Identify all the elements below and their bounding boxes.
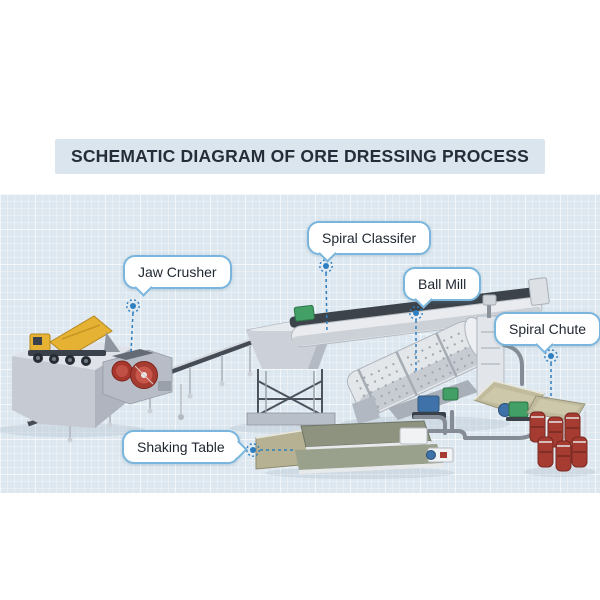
callout-label: Shaking Table [137, 439, 225, 455]
callout-label: Spiral Classifer [322, 230, 417, 246]
callout-marker-icon [409, 306, 423, 320]
callout-label: Jaw Crusher [138, 264, 217, 280]
callout-marker-icon [319, 259, 333, 273]
page-title: SCHEMATIC DIAGRAM OF ORE DRESSING PROCES… [54, 139, 546, 174]
dump-truck [28, 315, 120, 366]
callout-shaking-table: Shaking Table [122, 430, 240, 464]
callout-marker-icon [126, 299, 140, 313]
slurry-pump [498, 401, 531, 421]
callout-connectors [126, 259, 558, 457]
spiral-chute-machine [526, 395, 588, 472]
callout-ball-mill: Ball Mill [403, 267, 482, 301]
jaw-crusher-machine [102, 349, 184, 420]
callout-jaw-crusher: Jaw Crusher [123, 255, 232, 289]
callout-label: Spiral Chute [509, 321, 587, 337]
callout-spiral-chute: Spiral Chute [494, 312, 600, 346]
callout-marker-icon [544, 349, 558, 363]
process-diagram [0, 259, 596, 479]
callout-spiral-classifier: Spiral Classifer [307, 221, 432, 255]
callout-label: Ball Mill [418, 276, 467, 292]
shaking-table-machine [255, 420, 454, 474]
